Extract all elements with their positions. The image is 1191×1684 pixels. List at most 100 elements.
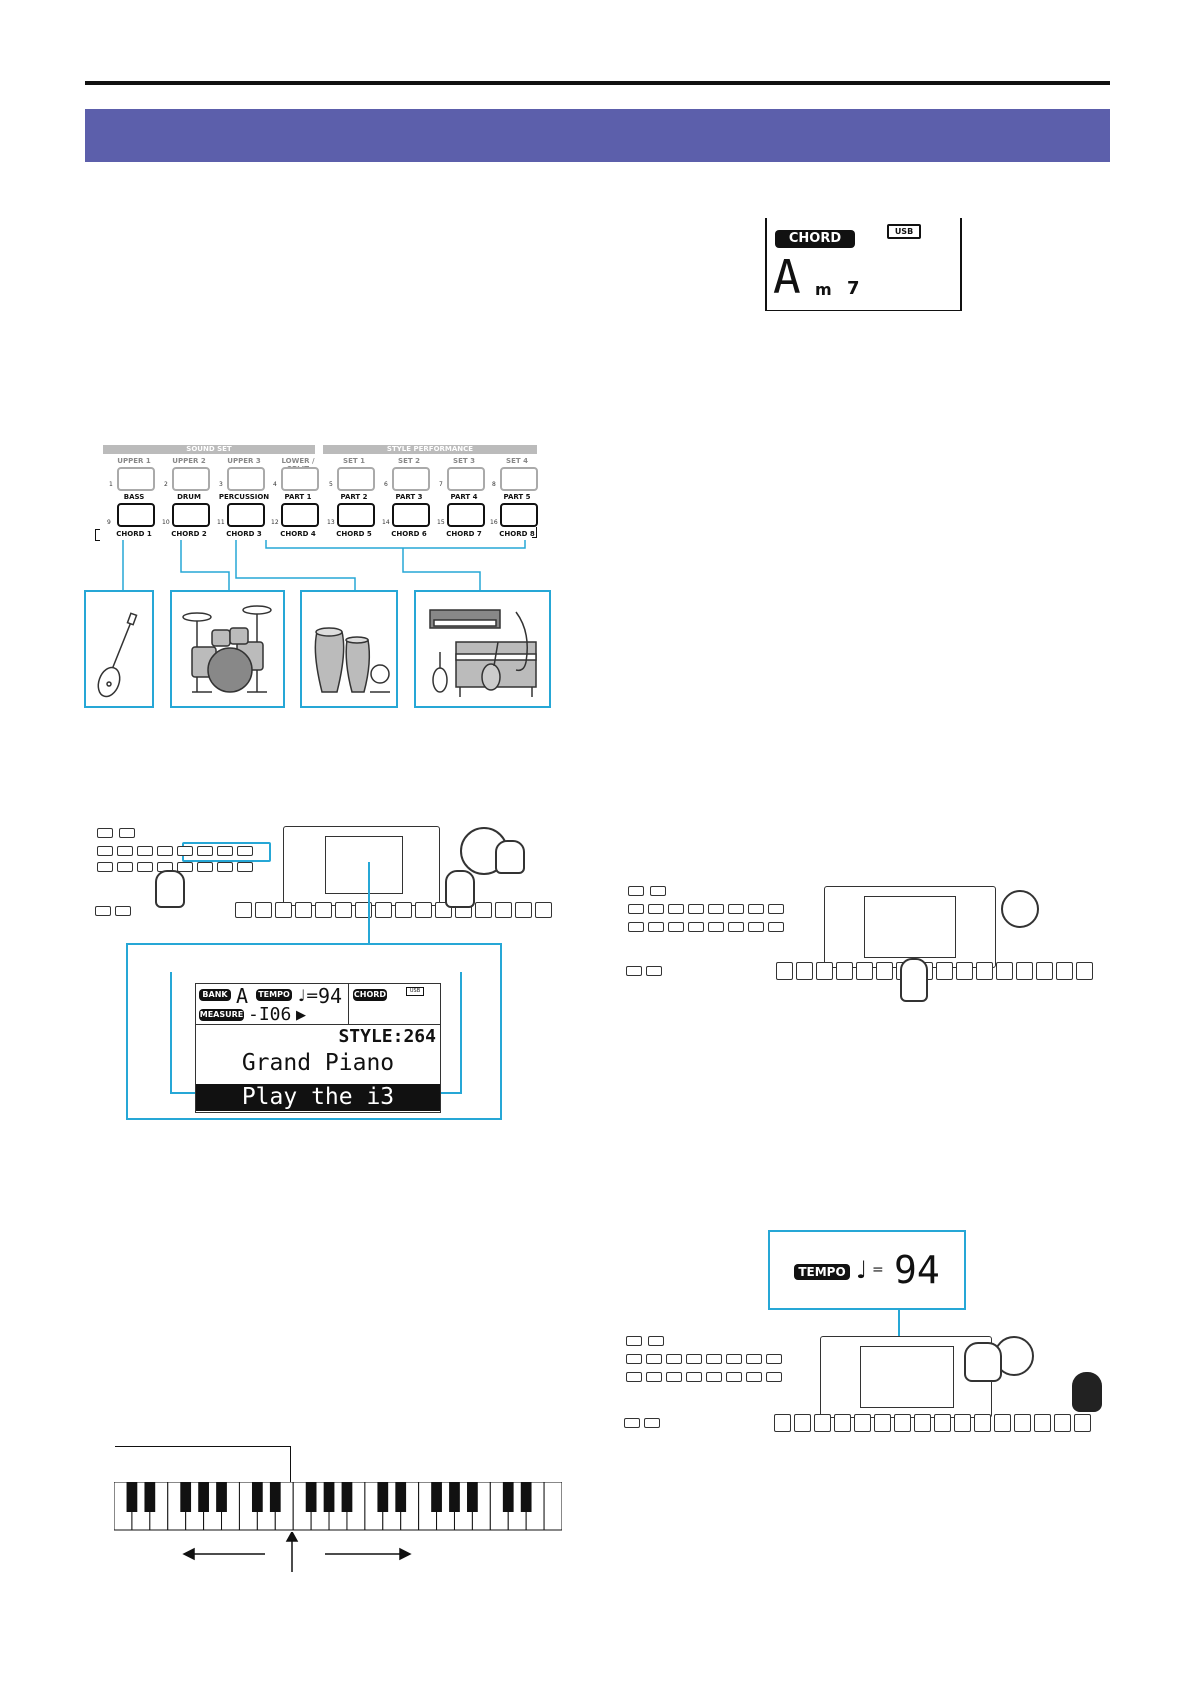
panel-button[interactable] [768, 904, 784, 914]
panel-button[interactable] [255, 902, 272, 918]
panel-button[interactable] [776, 962, 793, 980]
panel-button[interactable] [994, 1414, 1011, 1432]
panel-button[interactable] [626, 1372, 642, 1382]
panel-button[interactable] [1076, 962, 1093, 980]
panel-button[interactable] [726, 1372, 742, 1382]
panel-button[interactable] [626, 1354, 642, 1364]
panel-button[interactable] [197, 846, 213, 856]
panel-button[interactable] [648, 1336, 664, 1346]
panel-button[interactable] [137, 846, 153, 856]
top-row-button[interactable] [281, 467, 319, 491]
panel-button[interactable] [646, 1354, 662, 1364]
top-row-button[interactable] [117, 467, 155, 491]
panel-button[interactable] [495, 902, 512, 918]
panel-button[interactable] [874, 1414, 891, 1432]
panel-button[interactable] [934, 1414, 951, 1432]
top-row-button[interactable] [227, 467, 265, 491]
panel-button[interactable] [217, 846, 233, 856]
panel-button[interactable] [626, 966, 642, 976]
panel-button[interactable] [936, 962, 953, 980]
panel-button[interactable] [814, 1414, 831, 1432]
panel-button[interactable] [97, 846, 113, 856]
panel-button[interactable] [796, 962, 813, 980]
panel-button[interactable] [197, 862, 213, 872]
panel-button[interactable] [766, 1354, 782, 1364]
panel-button[interactable] [774, 1414, 791, 1432]
panel-button[interactable] [648, 904, 664, 914]
panel-button[interactable] [395, 902, 412, 918]
panel-button[interactable] [914, 1414, 931, 1432]
panel-button[interactable] [628, 886, 644, 896]
panel-button[interactable] [475, 902, 492, 918]
panel-button[interactable] [976, 962, 993, 980]
panel-button[interactable] [668, 904, 684, 914]
panel-button[interactable] [97, 828, 113, 838]
dial-knob-2[interactable] [1001, 890, 1039, 928]
panel-button[interactable] [117, 846, 133, 856]
panel-button[interactable] [1016, 962, 1033, 980]
panel-button[interactable] [1036, 962, 1053, 980]
panel-button[interactable] [956, 962, 973, 980]
panel-button[interactable] [666, 1354, 682, 1364]
panel-button[interactable] [748, 904, 764, 914]
panel-button[interactable] [237, 862, 253, 872]
panel-button[interactable] [624, 1418, 640, 1428]
panel-button[interactable] [746, 1354, 762, 1364]
panel-button[interactable] [834, 1414, 851, 1432]
panel-button[interactable] [954, 1414, 971, 1432]
panel-button[interactable] [726, 1354, 742, 1364]
panel-button[interactable] [746, 1372, 762, 1382]
panel-button[interactable] [415, 902, 432, 918]
panel-button[interactable] [666, 1372, 682, 1382]
panel-button[interactable] [668, 922, 684, 932]
panel-button[interactable] [728, 922, 744, 932]
panel-button[interactable] [275, 902, 292, 918]
panel-button[interactable] [97, 862, 113, 872]
panel-button[interactable] [816, 962, 833, 980]
panel-button[interactable] [157, 846, 173, 856]
panel-button[interactable] [648, 922, 664, 932]
panel-button[interactable] [1034, 1414, 1051, 1432]
top-row-button[interactable] [392, 467, 430, 491]
bottom-row-button[interactable] [500, 503, 538, 527]
panel-button[interactable] [646, 966, 662, 976]
panel-button[interactable] [1056, 962, 1073, 980]
panel-button[interactable] [706, 1354, 722, 1364]
panel-button[interactable] [115, 906, 131, 916]
panel-button[interactable] [355, 902, 372, 918]
bottom-row-button[interactable] [227, 503, 265, 527]
panel-button[interactable] [237, 846, 253, 856]
panel-button[interactable] [688, 922, 704, 932]
panel-button[interactable] [686, 1354, 702, 1364]
panel-button[interactable] [177, 846, 193, 856]
panel-button[interactable] [854, 1414, 871, 1432]
panel-button[interactable] [768, 922, 784, 932]
bottom-row-button[interactable] [337, 503, 375, 527]
top-row-button[interactable] [337, 467, 375, 491]
panel-button[interactable] [295, 902, 312, 918]
panel-button[interactable] [137, 862, 153, 872]
bottom-row-button[interactable] [117, 503, 155, 527]
panel-button[interactable] [728, 904, 744, 914]
panel-button[interactable] [708, 922, 724, 932]
bottom-row-button[interactable] [172, 503, 210, 527]
panel-button[interactable] [315, 902, 332, 918]
top-row-button[interactable] [172, 467, 210, 491]
panel-button[interactable] [794, 1414, 811, 1432]
bottom-row-button[interactable] [281, 503, 319, 527]
panel-button[interactable] [706, 1372, 722, 1382]
panel-button[interactable] [535, 902, 552, 918]
panel-button[interactable] [119, 828, 135, 838]
panel-button[interactable] [766, 1372, 782, 1382]
panel-button[interactable] [688, 904, 704, 914]
panel-button[interactable] [177, 862, 193, 872]
panel-button[interactable] [117, 862, 133, 872]
panel-button[interactable] [628, 904, 644, 914]
panel-button[interactable] [375, 902, 392, 918]
panel-button[interactable] [996, 962, 1013, 980]
panel-button[interactable] [974, 1414, 991, 1432]
panel-button[interactable] [628, 922, 644, 932]
top-row-button[interactable] [500, 467, 538, 491]
panel-button[interactable] [335, 902, 352, 918]
panel-button[interactable] [1054, 1414, 1071, 1432]
